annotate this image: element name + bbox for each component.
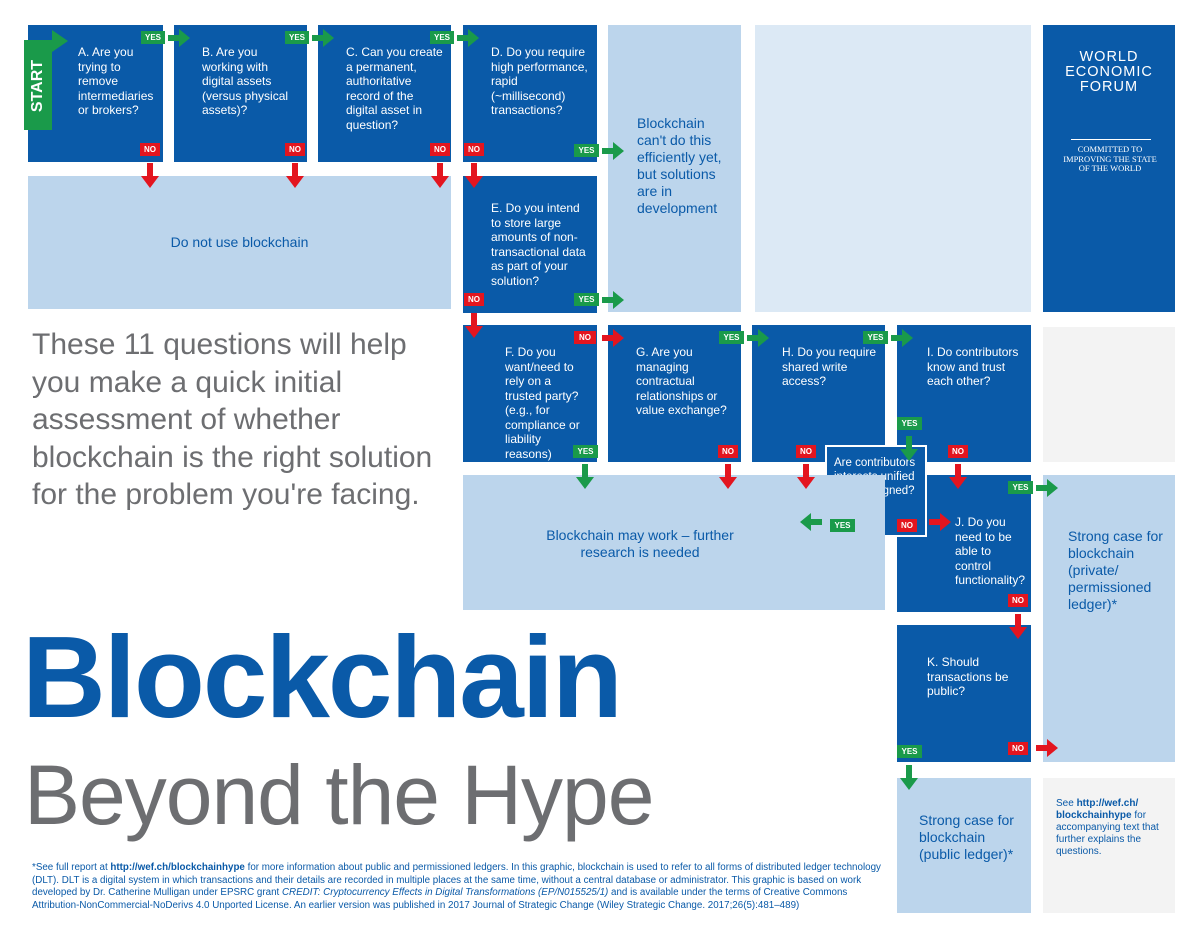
no-label: NO	[285, 143, 305, 156]
no-label: NO	[1008, 742, 1028, 755]
result-cant-do-yet: Blockchain can't do this efficiently yet…	[608, 25, 741, 312]
yes-label: YES	[719, 331, 744, 344]
no-label: NO	[464, 143, 484, 156]
yes-label: YES	[1008, 481, 1033, 494]
see-note-suffix: for accompanying text that further expla…	[1056, 810, 1159, 857]
yes-arrow-b-c	[312, 29, 334, 47]
question-i: I. Do contributors know and trust each o…	[897, 325, 1031, 462]
wef-logo: WORLD ECONOMIC FORUM	[1065, 49, 1153, 95]
start-tab	[24, 40, 52, 130]
yes-label: YES	[141, 31, 165, 44]
no-arrow-f-g	[602, 329, 624, 347]
yes-label: YES	[574, 293, 599, 306]
yes-label: YES	[285, 31, 309, 44]
result-private-ledger: Strong case for blockchain (private/ per…	[1043, 475, 1175, 762]
question-f: F. Do you want/need to rely on a trusted…	[463, 325, 597, 462]
result-may-work: Blockchain may work – further research i…	[463, 475, 885, 610]
yes-arrow-h-i	[891, 329, 913, 347]
question-b: B. Are you working with digital assets (…	[174, 25, 307, 162]
no-arrow-b	[286, 163, 304, 188]
no-arrow-e-f	[465, 313, 483, 338]
no-arrow-i-j	[949, 464, 967, 489]
no-arrow-d-e	[465, 163, 483, 188]
yes-arrow-k-public	[900, 765, 918, 790]
yes-arrow-i-unified	[900, 436, 918, 461]
yes-arrow-g-h	[747, 329, 769, 347]
no-label: NO	[897, 519, 917, 532]
question-j: J. Do you need to be able to control fun…	[897, 475, 1031, 612]
main-title: Blockchain	[22, 612, 623, 742]
logo-divider	[1071, 139, 1151, 140]
start-arrow-icon	[52, 30, 68, 52]
yes-arrow-c-d	[457, 29, 479, 47]
wef-tagline: COMMITTED TO IMPROVING THE STATE OF THE …	[1063, 144, 1157, 173]
no-label: NO	[718, 445, 738, 458]
yes-label: YES	[830, 519, 855, 532]
no-label: NO	[430, 143, 450, 156]
see-note-box: See http://wef.ch/ blockchainhype for ac…	[1043, 778, 1175, 913]
no-label: NO	[574, 331, 596, 344]
yes-arrow-f-maywork	[576, 464, 594, 489]
yes-label: YES	[863, 331, 888, 344]
no-arrow-g-maywork	[719, 464, 737, 489]
yes-label: YES	[430, 31, 454, 44]
intro-text: These 11 questions will help you make a …	[32, 328, 433, 511]
result-do-not-use: Do not use blockchain	[28, 176, 451, 309]
question-g: G. Are you managing contractual relation…	[608, 325, 741, 462]
yes-arrow-d-result	[602, 142, 624, 160]
no-label: NO	[796, 445, 816, 458]
no-arrow-a	[141, 163, 159, 188]
yes-arrow-i-private	[1036, 479, 1058, 497]
yes-label: YES	[573, 445, 598, 458]
wef-logo-panel: WORLD ECONOMIC FORUM COMMITTED TO IMPROV…	[1043, 25, 1175, 312]
no-label: NO	[1008, 594, 1028, 607]
no-arrow-j-k	[1009, 614, 1027, 639]
question-e: E. Do you intend to store large amounts …	[463, 176, 597, 313]
no-arrow-c	[431, 163, 449, 188]
no-label: NO	[948, 445, 968, 458]
question-h: H. Do you require shared write access?	[752, 325, 885, 462]
see-note-link[interactable]: http://wef.ch/ blockchainhype	[1056, 798, 1139, 821]
question-d: D. Do you require high performance, rapi…	[463, 25, 597, 162]
footnote-link[interactable]: http://wef.ch/blockchainhype	[110, 862, 245, 873]
yes-label: YES	[897, 745, 922, 758]
question-k: K. Should transactions be public?	[897, 625, 1031, 762]
yes-label: YES	[897, 417, 922, 430]
question-c: C. Can you create a permanent, authorita…	[318, 25, 451, 162]
no-label: NO	[464, 293, 484, 306]
yes-arrow-unified-maywork	[800, 513, 822, 531]
result-public-ledger: Strong case for blockchain (public ledge…	[897, 778, 1031, 913]
pale-panel-middle	[755, 25, 1031, 312]
see-note-prefix: See	[1056, 798, 1077, 809]
main-subtitle: Beyond the Hype	[24, 748, 654, 842]
footnote: *See full report at http://wef.ch/blockc…	[32, 862, 881, 911]
no-arrow-h-maywork	[797, 464, 815, 489]
yes-arrow-a-b	[168, 29, 190, 47]
yes-label: YES	[574, 144, 599, 157]
yes-arrow-e-result	[602, 291, 624, 309]
no-arrow-unified-j	[929, 513, 951, 531]
no-arrow-k-private	[1036, 739, 1058, 757]
grey-panel-right	[1043, 327, 1175, 462]
no-label: NO	[140, 143, 160, 156]
